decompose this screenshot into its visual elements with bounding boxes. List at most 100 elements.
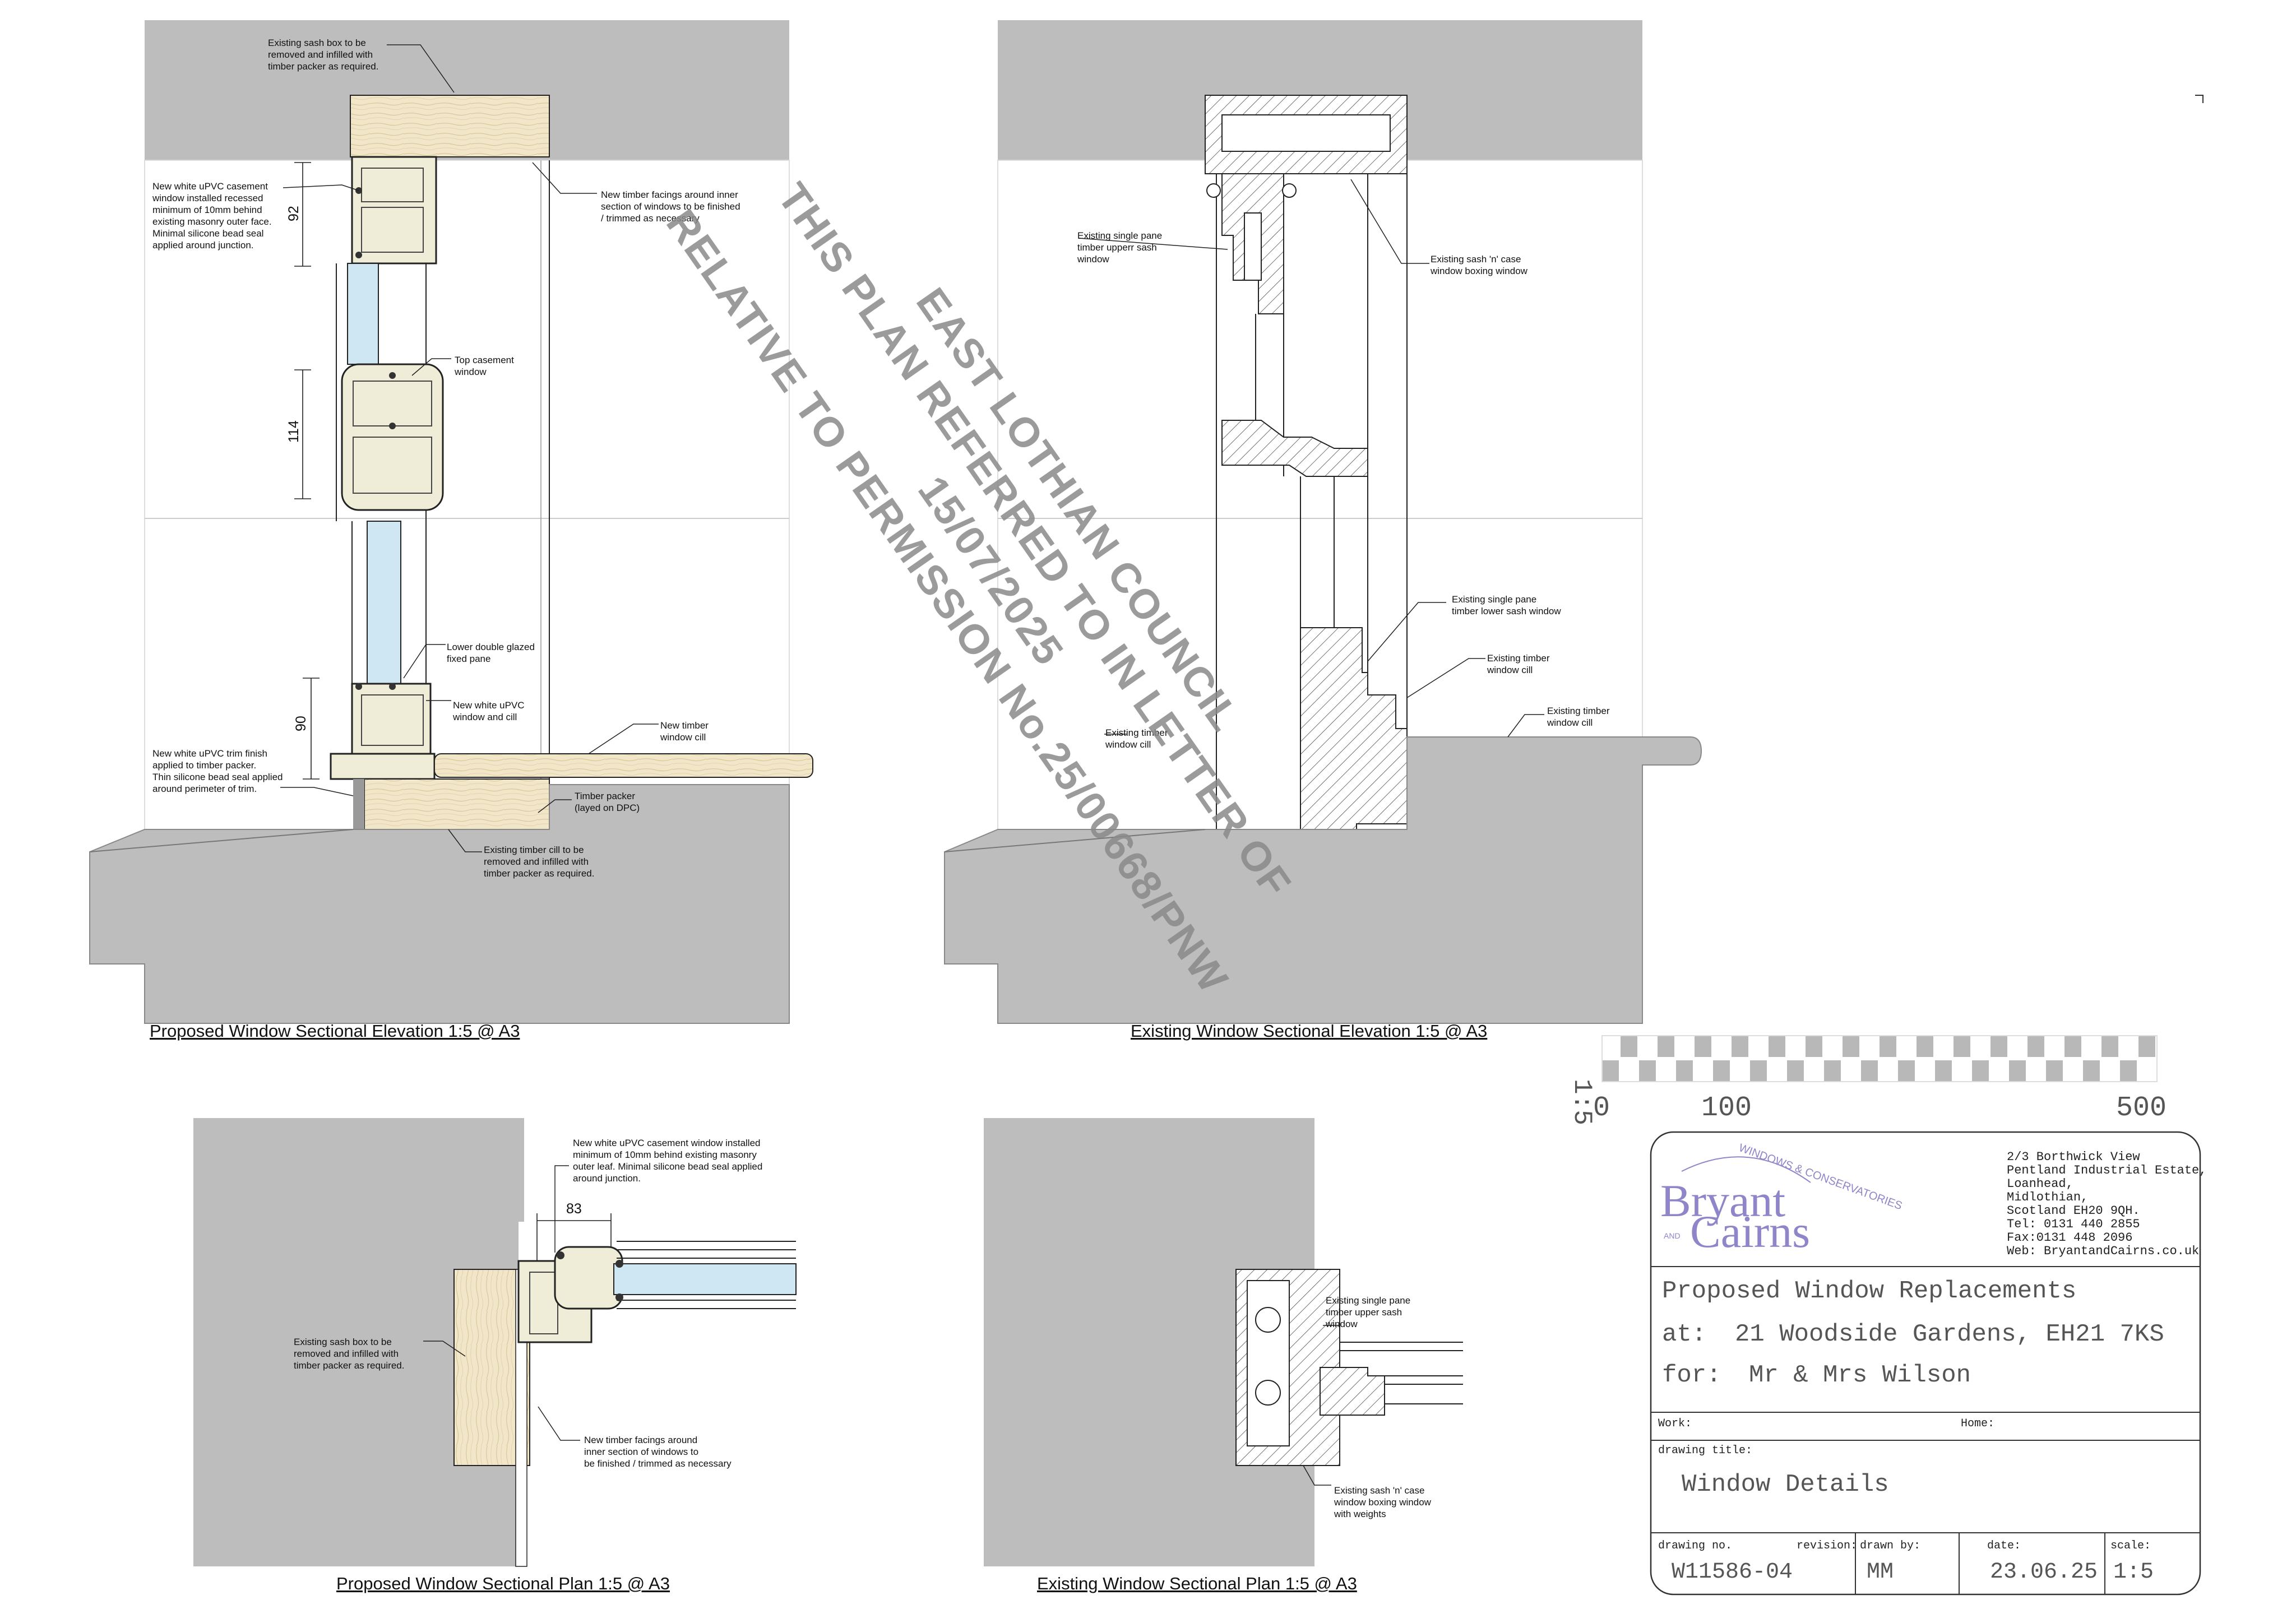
scale-label-500: 500	[2116, 1092, 2167, 1124]
note-timber-packer: Timber packer(layed on DPC)	[575, 791, 640, 813]
client-name: Mr & Mrs Wilson	[1749, 1361, 1971, 1389]
scale-bar-cell	[1861, 1060, 1878, 1082]
scale-bar-cell	[1769, 1036, 1785, 1057]
scale-bar-cell	[2009, 1060, 2026, 1082]
scale-bar-cell	[1806, 1036, 1822, 1057]
site-address: 21 Woodside Gardens, EH21 7KS	[1735, 1320, 2164, 1348]
corner-mark	[2195, 95, 2204, 103]
scale-bar-cell	[1917, 1036, 1933, 1057]
timber-window-cill	[434, 753, 813, 778]
dim-92: 92	[286, 206, 302, 221]
glass-top	[347, 263, 379, 365]
scale-bar-cell	[2101, 1036, 2118, 1057]
scale-bar-cell	[1621, 1036, 1637, 1057]
title-block-frame	[1650, 1131, 2201, 1596]
drawing-no: W11586-04	[1672, 1560, 1793, 1585]
drawing-title: Window Details	[1682, 1471, 1889, 1499]
scale-bar-cell	[2027, 1036, 2044, 1057]
scale-bar-cell	[2064, 1036, 2081, 1057]
scale-bar-cell	[1695, 1036, 1711, 1057]
project-title: Proposed Window Replacements	[1662, 1277, 2076, 1305]
dim-114: 114	[286, 420, 302, 443]
scale-ratio: 1:5	[1567, 1079, 1596, 1125]
scale-bar-cell	[1954, 1036, 1970, 1057]
glass-lower	[367, 521, 401, 690]
scale-bar-cell	[1658, 1036, 1674, 1057]
logo-cairns: Cairns	[1690, 1206, 1810, 1257]
scale-bar-cell	[2120, 1060, 2137, 1082]
scale-bar: 1:5 0 100 500	[1567, 1035, 2167, 1125]
title-block: WINDOWS & CONSERVATORIES Bryant AND Cair…	[1650, 1131, 2206, 1596]
date-label: date:	[1987, 1539, 2021, 1552]
scale-bar-cell	[1898, 1060, 1915, 1082]
sash-weight	[1255, 1307, 1281, 1333]
logo-and: AND	[1664, 1231, 1681, 1240]
drawing-no-label: drawing no.	[1658, 1539, 1732, 1552]
caption-existing-elevation: Existing Window Sectional Elevation 1:5 …	[1131, 1021, 1487, 1041]
scale-bar-cell	[1824, 1060, 1841, 1082]
dim-83: 83	[566, 1201, 582, 1217]
masonry-cill	[944, 736, 1702, 1024]
scale-bar-cell	[1732, 1036, 1748, 1057]
at-label: at:	[1662, 1320, 1706, 1348]
scale-label-0: 0	[1593, 1092, 1610, 1124]
scale-bar-outline	[1601, 1035, 2158, 1082]
scale: 1:5	[2113, 1560, 2154, 1585]
scale-bar-cell	[1713, 1060, 1730, 1082]
scale-bar-cell	[1991, 1036, 2007, 1057]
scale-bar-cell	[1750, 1060, 1767, 1082]
scale-bar-cell	[2083, 1060, 2100, 1082]
scale-label: scale:	[2110, 1539, 2151, 1552]
proposed-plan-drawing: 83 New white uPVC casement window instal…	[193, 1118, 799, 1593]
scale-bar-cell	[1639, 1060, 1656, 1082]
scale-bar-cell	[1880, 1036, 1896, 1057]
upvc-head-frame	[351, 156, 437, 265]
caption-proposed-elevation: Proposed Window Sectional Elevation 1:5 …	[150, 1021, 520, 1041]
home-label: Home:	[1961, 1417, 1994, 1430]
dpc	[353, 779, 364, 829]
scale-bar-cell	[1935, 1060, 1952, 1082]
scale-bar-cell	[2138, 1036, 2155, 1057]
drawn-by-label: drawn by:	[1860, 1539, 1920, 1552]
scale-bar-cell	[1676, 1060, 1693, 1082]
scale-bar-cell	[1787, 1060, 1804, 1082]
revision-label: revision:	[1797, 1539, 1857, 1552]
work-label: Work:	[1658, 1417, 1692, 1430]
timber-packer-head	[350, 95, 550, 157]
scale-bar-cell	[1972, 1060, 1989, 1082]
caption-proposed-plan: Proposed Window Sectional Plan 1:5 @ A3	[336, 1574, 670, 1593]
scale-bar-cell	[2046, 1060, 2063, 1082]
scale-bar-cell	[1602, 1060, 1619, 1082]
sash-weight	[1255, 1380, 1281, 1406]
for-label: for:	[1662, 1361, 1721, 1389]
logo-bryant: Bryant	[1660, 1175, 1785, 1226]
note-plan-casement: New white uPVC casement window installed…	[573, 1138, 762, 1184]
date: 23.06.25	[1990, 1560, 2098, 1585]
glass-plan	[613, 1263, 797, 1295]
upvc-cill-frame	[351, 683, 432, 758]
timber-packer-cill	[364, 778, 550, 830]
scale-bar-cell	[1843, 1036, 1859, 1057]
upvc-sash-plan	[554, 1246, 623, 1310]
